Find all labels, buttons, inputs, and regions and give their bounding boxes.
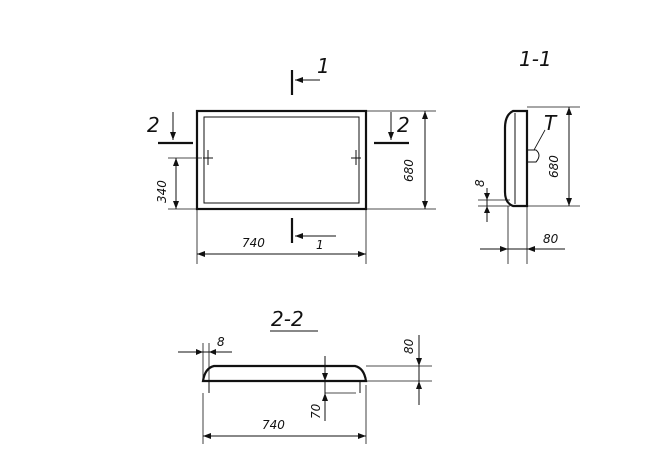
side-dim-680-arrow-top [566,107,572,115]
side-dim-680-arrow-bottom [566,198,572,206]
sec-dim-8-label: 8 [217,335,225,349]
dim-680-arrow-bottom [422,201,428,209]
section-2-2-profile [201,364,368,383]
cut-1-bottom-label: 1 [316,238,324,252]
cut-2-left-label: 2 [147,113,160,137]
side-dim-8-label: 8 [473,179,487,187]
sec-dim-80-label: 80 [402,338,416,354]
cut-2-right-arrowhead [388,132,394,140]
side-dim-80-arrow-left [500,246,508,252]
dim-740-arrow-left [197,251,205,257]
cut-1-top-label: 1 [317,54,330,78]
section-1-1-profile [503,109,529,208]
side-dim-80-arrow-right [527,246,535,252]
dim-740-arrow-right [358,251,366,257]
cut-1-top-arrowhead [295,77,303,83]
plan-inner-frame [203,116,360,204]
sec-dim-70-arrow-top [322,373,328,381]
sec-dim-70-label: 70 [309,403,323,419]
section-2-2-view: 2-2 8 80 70 740 [178,307,432,444]
sec-dim-70-arrow-bottom [322,393,328,401]
side-dim-8-arrow-bottom [484,206,490,213]
sec-dim-740-arrow-left [203,433,211,439]
cut-1-bottom-arrowhead [295,233,303,239]
dim-340-arrow-top [173,158,179,166]
section-2-2-title: 2-2 [271,307,304,331]
section-1-1-handle [527,149,540,163]
side-dim-80-label: 80 [543,232,559,246]
sec-dim-8-arrow-left [196,349,203,355]
sec-dim-80-arrow-bottom [416,381,422,389]
cut-2-right-label: 2 [397,113,410,137]
sec-dim-740-arrow-right [358,433,366,439]
dim-340-arrow-bottom [173,201,179,209]
plan-view: 1 1 2 2 340 680 740 [147,54,436,264]
dim-740-label: 740 [242,236,265,250]
dim-680-label: 680 [402,159,416,182]
side-dim-8-arrow-top [484,193,490,200]
section-1-1-marker: T [544,111,558,135]
sec-dim-80-arrow-top [416,358,422,366]
dim-680-arrow-top [422,111,428,119]
cut-2-left-arrowhead [170,132,176,140]
dim-340-label: 340 [155,180,169,203]
plan-outer-frame [195,109,368,211]
sec-dim-8-arrow-right [209,349,216,355]
section-1-1-view: 1-1 T 680 8 80 [473,47,580,264]
section-1-1-marker-leader [533,129,546,151]
side-dim-680-label: 680 [547,155,561,178]
section-1-1-title: 1-1 [519,47,552,71]
sec-dim-740-label: 740 [262,418,285,432]
